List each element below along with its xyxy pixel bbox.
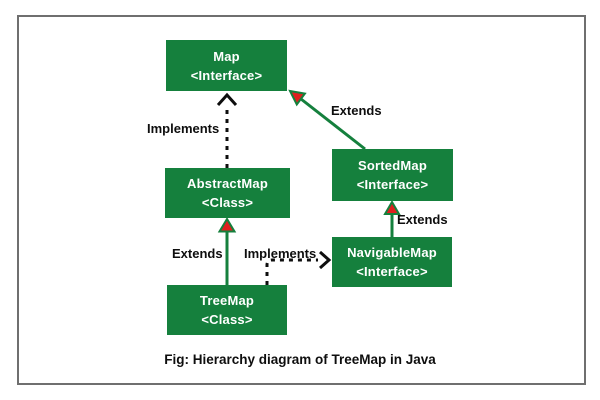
node-map: Map <Interface>	[166, 40, 287, 91]
node-navigablemap: NavigableMap <Interface>	[332, 237, 452, 287]
diagram-border	[17, 15, 586, 385]
node-abstractmap-name: AbstractMap	[187, 176, 268, 191]
label-extends-treemap-abstractmap: Extends	[172, 246, 223, 261]
node-treemap: TreeMap <Class>	[167, 285, 287, 335]
label-implements-treemap-navigablemap: Implements	[244, 246, 317, 261]
node-map-stereotype: <Interface>	[190, 67, 263, 83]
node-navigablemap-stereotype: <Interface>	[356, 264, 428, 279]
node-sortedmap: SortedMap <Interface>	[332, 149, 453, 201]
label-extends-sortedmap-map: Extends	[331, 103, 382, 118]
label-extends-navigablemap-sortedmap: Extends	[397, 212, 448, 227]
node-navigablemap-name: NavigableMap	[347, 245, 437, 260]
node-treemap-stereotype: <Class>	[201, 312, 253, 327]
node-abstractmap-stereotype: <Class>	[201, 195, 254, 210]
node-sortedmap-name: SortedMap	[358, 158, 427, 173]
node-abstractmap: AbstractMap <Class>	[165, 168, 290, 218]
node-map-name: Map	[213, 48, 240, 64]
node-treemap-name: TreeMap	[199, 293, 255, 308]
figure-caption: Fig: Hierarchy diagram of TreeMap in Jav…	[164, 352, 436, 367]
node-sortedmap-stereotype: <Interface>	[356, 177, 429, 192]
label-implements-abstractmap-map: Implements	[147, 121, 220, 136]
